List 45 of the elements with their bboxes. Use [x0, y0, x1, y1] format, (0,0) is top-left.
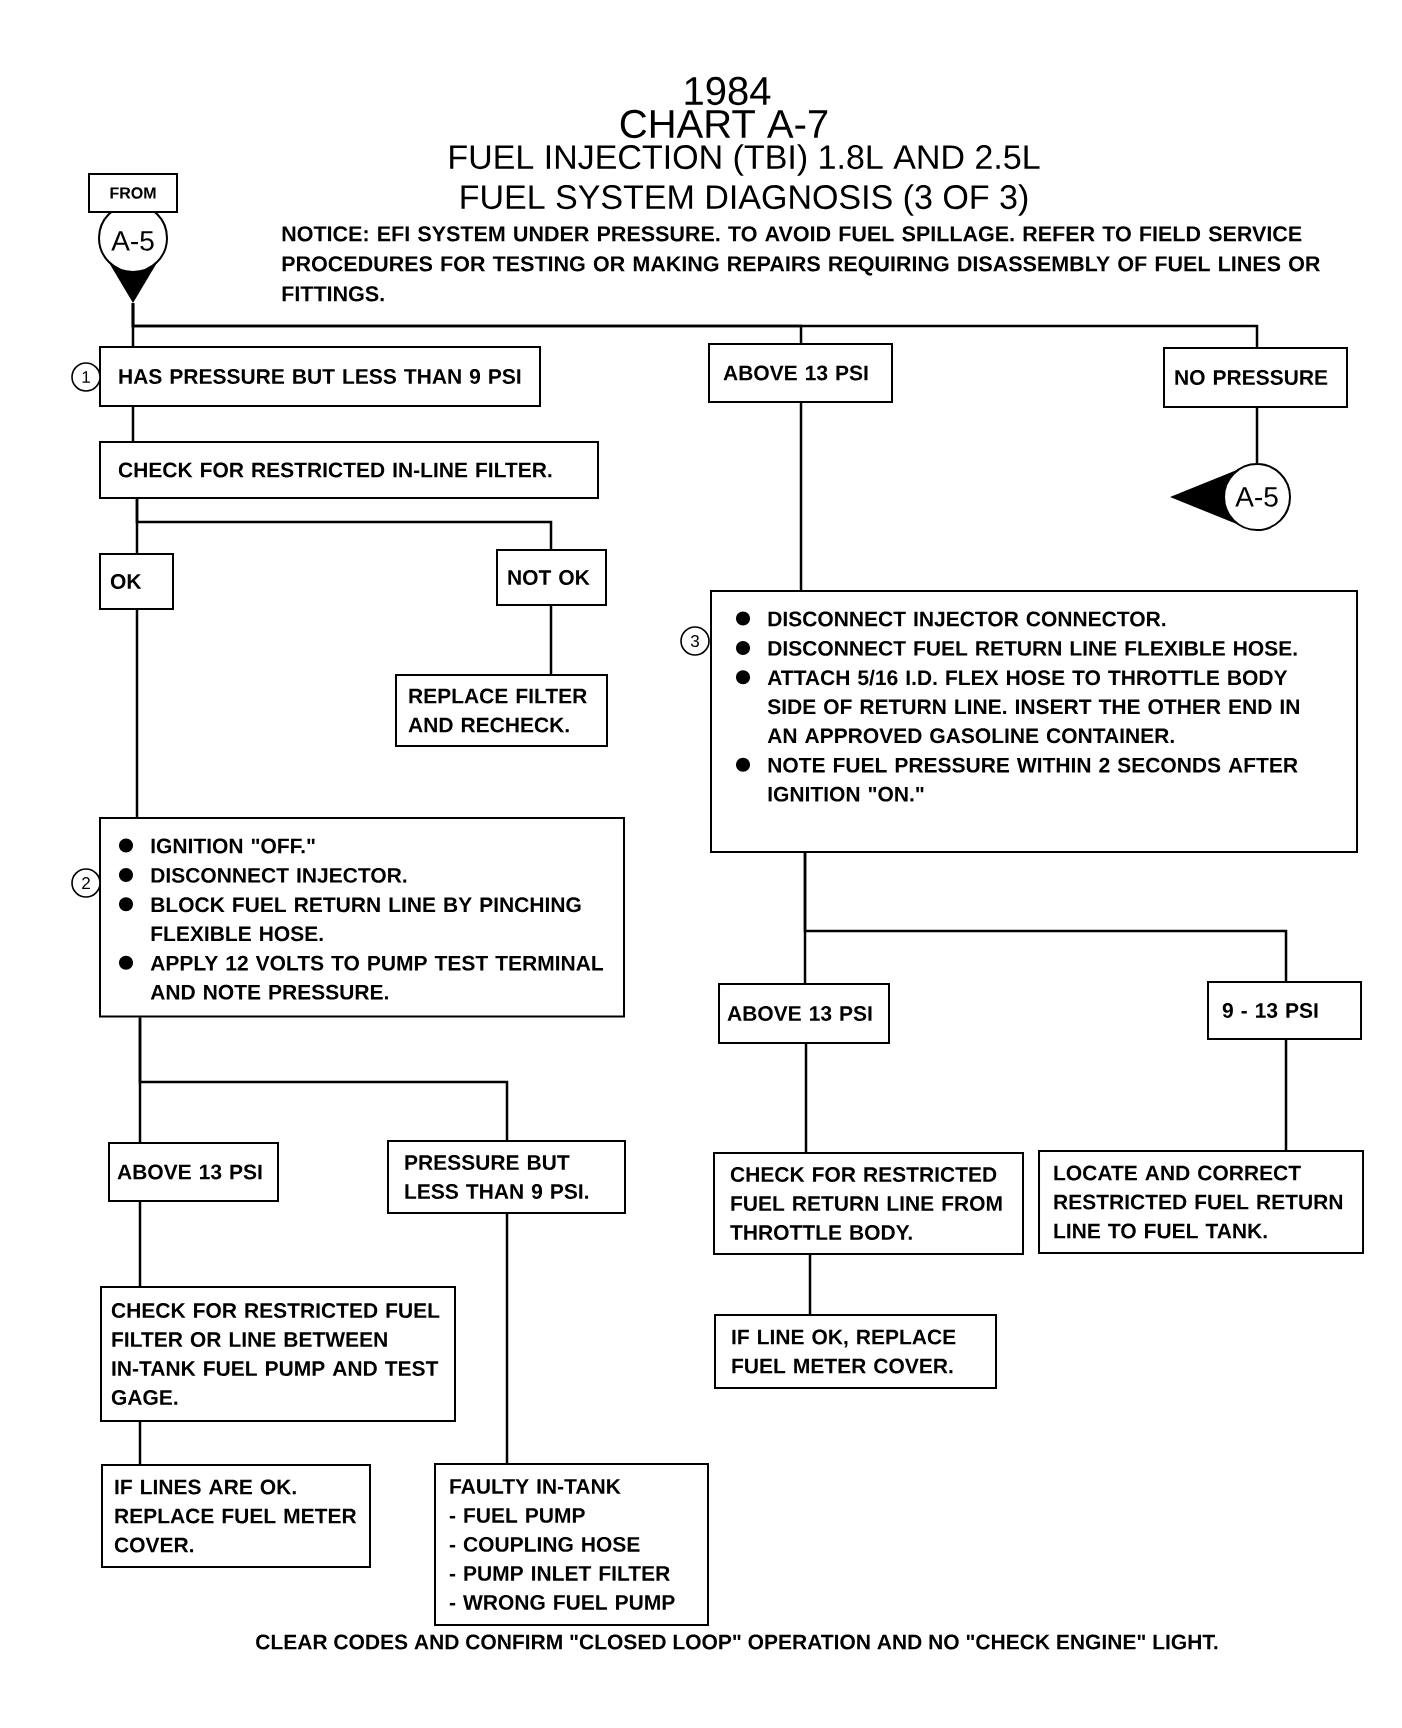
process-box: FAULTY IN-TANK - FUEL PUMP - COUPLING HOSE - PUMP INLET FILTER - WRONG FUEL PUMP [434, 1463, 709, 1626]
process-box: OK [99, 553, 174, 610]
connector-line [131, 303, 1259, 347]
off-page-connector: A-5 [1170, 463, 1291, 531]
connector-line [804, 1044, 808, 1152]
connector-line [505, 1214, 509, 1463]
callout-number: 1 [71, 362, 101, 392]
connector-line [138, 1422, 142, 1464]
connector-line [1284, 1040, 1288, 1150]
process-box: NOT OK [496, 549, 607, 606]
process-box: ABOVE 13 PSI [718, 983, 890, 1044]
connector-line [549, 606, 553, 674]
connector-line [808, 1255, 812, 1314]
connector-line [138, 1017, 509, 1140]
process-box: 9 - 13 PSI [1207, 981, 1362, 1040]
process-box: ABOVE 13 PSI [708, 343, 893, 403]
process-box: CHECK FOR RESTRICTED FUEL FILTER OR LINE BETWEEN IN-TANK FUEL PUMP AND TEST GAGE. [100, 1286, 456, 1422]
heading-line: 1984 [685, 76, 771, 106]
connector-line [135, 499, 553, 549]
process-box: NO PRESSURE [1163, 347, 1348, 408]
connector-line [138, 1202, 142, 1286]
process-box: LOCATE AND CORRECT RESTRICTED FUEL RETURN LINE TO FUEL TANK. [1038, 1150, 1364, 1254]
process-box: REPLACE FILTER AND RECHECK. [395, 674, 608, 747]
instruction-box: IGNITION "OFF." DISCONNECT INJECTOR. BLOCK FUEL RETURN LINE BY PINCHING FLEXIBLE HOSE. APPLY 12 VOLTS TO PUMP TEST TERMINAL AND NOTE PRESSURE. [99, 817, 625, 1018]
process-box: CHECK FOR RESTRICTED FUEL RETURN LINE FROM THROTTLE BODY. [713, 1152, 1024, 1255]
callout-number: 2 [71, 868, 101, 898]
off-page-connector: FROM A-5 [88, 173, 178, 303]
callout-number: 3 [680, 626, 710, 656]
process-box: IF LINE OK, REPLACE FUEL METER COVER. [714, 1314, 997, 1389]
heading-line: FUEL INJECTION (TBI) 1.8L AND 2.5L [450, 144, 1040, 176]
process-box: HAS PRESSURE BUT LESS THAN 9 PSI [99, 346, 541, 407]
connector-line [803, 853, 1288, 981]
chart-title: CHART A-7 [620, 109, 828, 139]
process-box: IF LINES ARE OK. REPLACE FUEL METER COVER. [101, 1464, 371, 1568]
notice-text: NOTICE: EFI SYSTEM UNDER PRESSURE. TO AVOID FUEL SPILLAGE. REFER TO FIELD SERVICE PROCEDURES FOR TESTING OR MAKING REPAIRS REQUIRING DISASSEMBLY OF FUEL LINES OR FITTINGS. [282, 226, 1320, 302]
node-label: FROM [110, 187, 156, 199]
connector-line [799, 403, 803, 590]
connector-line [1255, 408, 1259, 463]
instruction-box: DISCONNECT INJECTOR CONNECTOR. DISCONNECT FUEL RETURN LINE FLEXIBLE HOSE. ATTACH 5/16 I.D. FLEX HOSE TO THROTTLE BODY SIDE OF RETURN LINE. INSERT THE OTHER END IN AN APPROVED GASOLINE CONTAINER. NOTE FUEL PRESSURE WITHIN 2 SECONDS AFTER IGNITION "ON." [710, 590, 1358, 853]
process-box: ABOVE 13 PSI [108, 1142, 279, 1202]
connector-line [131, 407, 135, 441]
process-box: CHECK FOR RESTRICTED IN-LINE FILTER. [99, 441, 599, 499]
heading-line: FUEL SYSTEM DIAGNOSIS (3 OF 3) [461, 184, 1028, 216]
connector-line [135, 610, 139, 817]
process-box: PRESSURE BUT LESS THAN 9 PSI. [387, 1140, 626, 1214]
